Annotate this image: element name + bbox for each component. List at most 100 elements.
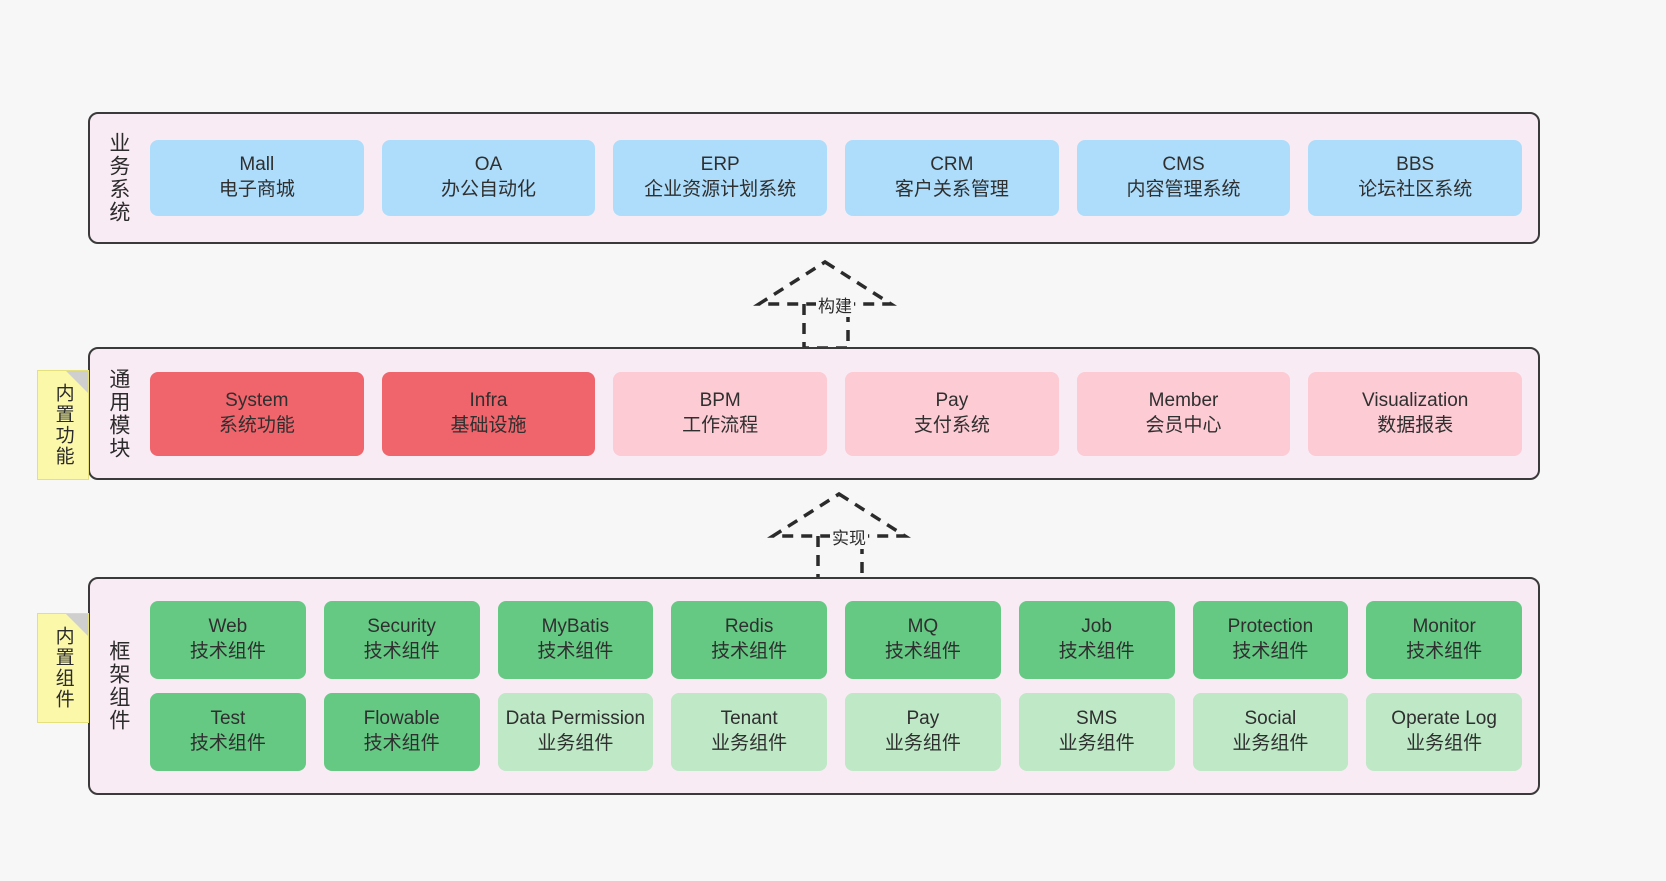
sticky-note-text: 内置组件	[52, 626, 74, 710]
card-title-en: Data Permission	[505, 708, 646, 730]
card-title-cn: 数据报表	[1377, 414, 1454, 436]
card-cms[interactable]: CMS 内容管理系统	[1076, 140, 1291, 216]
card-title-en: MQ	[907, 616, 939, 638]
card-title-cn: 业务组件	[1232, 733, 1309, 754]
card-title-en: Web	[208, 616, 248, 638]
card-title-cn: 技术组件	[363, 733, 440, 754]
card-title-cn: 电子商城	[218, 179, 295, 200]
card-tenant[interactable]: Tenant 业务组件	[671, 693, 827, 771]
card-title-en: CMS	[1162, 154, 1205, 176]
card-title-en: Member	[1148, 389, 1219, 411]
card-erp[interactable]: ERP 企业资源计划系统	[613, 140, 828, 216]
card-title-cn: 客户关系管理	[894, 179, 1009, 200]
card-title-en: Test	[210, 708, 246, 730]
card-title-en: Redis	[724, 616, 774, 638]
card-title-en: System	[225, 389, 289, 411]
card-infra[interactable]: Infra 基础设施	[381, 371, 596, 456]
card-title-en: Social	[1244, 708, 1297, 730]
card-pay-module[interactable]: Pay 支付系统	[845, 371, 1059, 456]
card-title-cn: 论坛社区系统	[1358, 179, 1473, 200]
card-mall[interactable]: Mall 电子商城	[150, 140, 364, 216]
connector-build: 构建	[752, 258, 898, 350]
connector-implement: 实现	[766, 490, 912, 582]
card-title-en: Flowable	[363, 708, 440, 730]
card-title-en: BBS	[1396, 154, 1435, 176]
card-operate-log[interactable]: Operate Log 业务组件	[1366, 693, 1522, 771]
section-business-systems: 业务系统 Mall 电子商城 OA 办公自动化 ERP 企业资源计划系统 CRM…	[88, 112, 1540, 244]
card-sms[interactable]: SMS 业务组件	[1018, 693, 1175, 771]
card-title-en: Monitor	[1412, 616, 1476, 638]
card-mq[interactable]: MQ 技术组件	[845, 601, 1001, 679]
card-title-en: Protection	[1227, 616, 1314, 638]
card-mybatis[interactable]: MyBatis 技术组件	[497, 601, 654, 679]
card-title-cn: 系统功能	[218, 414, 295, 436]
card-title-en: Operate Log	[1391, 708, 1497, 730]
card-social[interactable]: Social 业务组件	[1192, 693, 1349, 771]
card-title-en: ERP	[700, 154, 740, 176]
card-job[interactable]: Job 技术组件	[1018, 601, 1175, 679]
card-title-cn: 技术组件	[1058, 641, 1135, 662]
card-title-cn: 技术组件	[537, 641, 614, 662]
framework-row-business: Test 技术组件 Flowable 技术组件 Data Permission …	[150, 693, 1522, 771]
framework-row-technical: Web 技术组件 Security 技术组件 MyBatis 技术组件 Redi…	[150, 601, 1522, 679]
card-title-en: MyBatis	[541, 616, 610, 638]
card-title-cn: 基础设施	[450, 414, 527, 436]
card-title-cn: 业务组件	[537, 733, 614, 754]
card-test[interactable]: Test 技术组件	[150, 693, 306, 771]
card-title-cn: 办公自动化	[441, 179, 537, 200]
card-title-en: Infra	[469, 389, 508, 411]
card-title-cn: 技术组件	[711, 641, 788, 662]
section-label-framework-components: 框架组件	[106, 640, 130, 732]
card-title-en: Security	[367, 616, 436, 638]
card-protection[interactable]: Protection 技术组件	[1192, 601, 1349, 679]
card-web[interactable]: Web 技术组件	[150, 601, 306, 679]
card-title-cn: 工作流程	[682, 414, 759, 436]
card-redis[interactable]: Redis 技术组件	[671, 601, 827, 679]
framework-components-grid: Web 技术组件 Security 技术组件 MyBatis 技术组件 Redi…	[146, 579, 1538, 793]
card-system[interactable]: System 系统功能	[150, 371, 364, 456]
card-title-en: CRM	[930, 154, 974, 176]
card-data-permission[interactable]: Data Permission 业务组件	[497, 693, 654, 771]
card-member[interactable]: Member 会员中心	[1076, 371, 1291, 456]
card-title-en: Pay	[935, 389, 969, 411]
card-title-en: Pay	[906, 708, 940, 730]
card-bbs[interactable]: BBS 论坛社区系统	[1308, 140, 1523, 216]
card-title-en: BPM	[699, 389, 741, 411]
section-label-business-systems: 业务系统	[106, 132, 130, 224]
sticky-note-text: 内置功能	[52, 383, 74, 467]
sticky-note-builtin-functions: 内置功能	[37, 370, 89, 480]
card-title-cn: 企业资源计划系统	[644, 179, 797, 200]
card-title-cn: 会员中心	[1145, 414, 1222, 436]
card-title-en: Job	[1081, 616, 1112, 638]
section-common-modules: 通用模块 System 系统功能 Infra 基础设施 BPM 工作流程 Pay…	[88, 347, 1540, 480]
card-monitor[interactable]: Monitor 技术组件	[1366, 601, 1522, 679]
connector-build-label: 构建	[816, 292, 854, 317]
sticky-note-builtin-components: 内置组件	[37, 613, 89, 723]
card-title-cn: 技术组件	[189, 641, 266, 662]
card-bpm[interactable]: BPM 工作流程	[613, 371, 828, 456]
card-flowable[interactable]: Flowable 技术组件	[323, 693, 480, 771]
card-title-cn: 技术组件	[884, 641, 961, 662]
section-framework-components: 框架组件 Web 技术组件 Security 技术组件 MyBatis 技术组件…	[88, 577, 1540, 795]
card-pay-component[interactable]: Pay 业务组件	[845, 693, 1001, 771]
note-fold-icon	[66, 614, 88, 636]
section-label-common-modules: 通用模块	[106, 367, 130, 460]
card-title-cn: 技术组件	[1406, 641, 1483, 662]
card-title-en: Mall	[239, 154, 275, 176]
card-security[interactable]: Security 技术组件	[323, 601, 480, 679]
card-title-cn: 支付系统	[913, 414, 990, 436]
common-modules-card-row: System 系统功能 Infra 基础设施 BPM 工作流程 Pay 支付系统…	[146, 349, 1538, 478]
card-oa[interactable]: OA 办公自动化	[381, 140, 596, 216]
card-title-cn: 业务组件	[711, 733, 788, 754]
card-visualization[interactable]: Visualization 数据报表	[1308, 371, 1523, 456]
card-title-cn: 业务组件	[1058, 733, 1135, 754]
card-title-cn: 业务组件	[884, 733, 961, 754]
card-title-cn: 业务组件	[1406, 733, 1483, 754]
card-title-en: SMS	[1076, 708, 1118, 730]
card-title-en: Visualization	[1362, 389, 1469, 411]
card-crm[interactable]: CRM 客户关系管理	[845, 140, 1059, 216]
business-systems-card-row: Mall 电子商城 OA 办公自动化 ERP 企业资源计划系统 CRM 客户关系…	[146, 114, 1538, 242]
card-title-en: OA	[474, 154, 503, 176]
card-title-cn: 技术组件	[1232, 641, 1309, 662]
